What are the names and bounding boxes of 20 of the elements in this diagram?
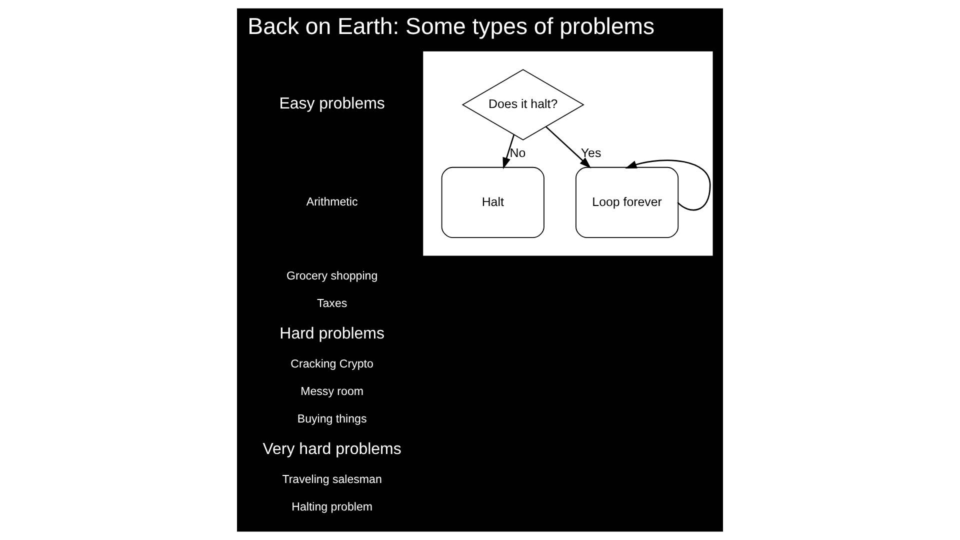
arrow [625,160,711,211]
arrow [545,126,592,168]
label: Halting problem [292,502,373,514]
diagram-title: Back on Earth: Some types of problems [248,12,655,39]
label: Traveling salesman [282,474,382,486]
node-box: Loop forever [576,166,679,238]
label: Taxes [316,298,348,310]
edge-label: Yes [580,146,602,160]
label: Cracking Crypto [290,358,374,371]
label: Arithmetic [306,196,358,208]
node-box: Halt [441,166,544,238]
label: Grocery shopping [286,270,378,283]
node-diamond: Does it halt? [462,69,584,140]
label: Messy room [300,386,364,398]
label: Very hard problems [262,440,402,458]
edge-label: No [510,146,526,160]
label: Easy problems [279,96,385,113]
label: Hard problems [280,325,384,342]
arrow [502,134,515,170]
label: Buying things [297,414,367,426]
